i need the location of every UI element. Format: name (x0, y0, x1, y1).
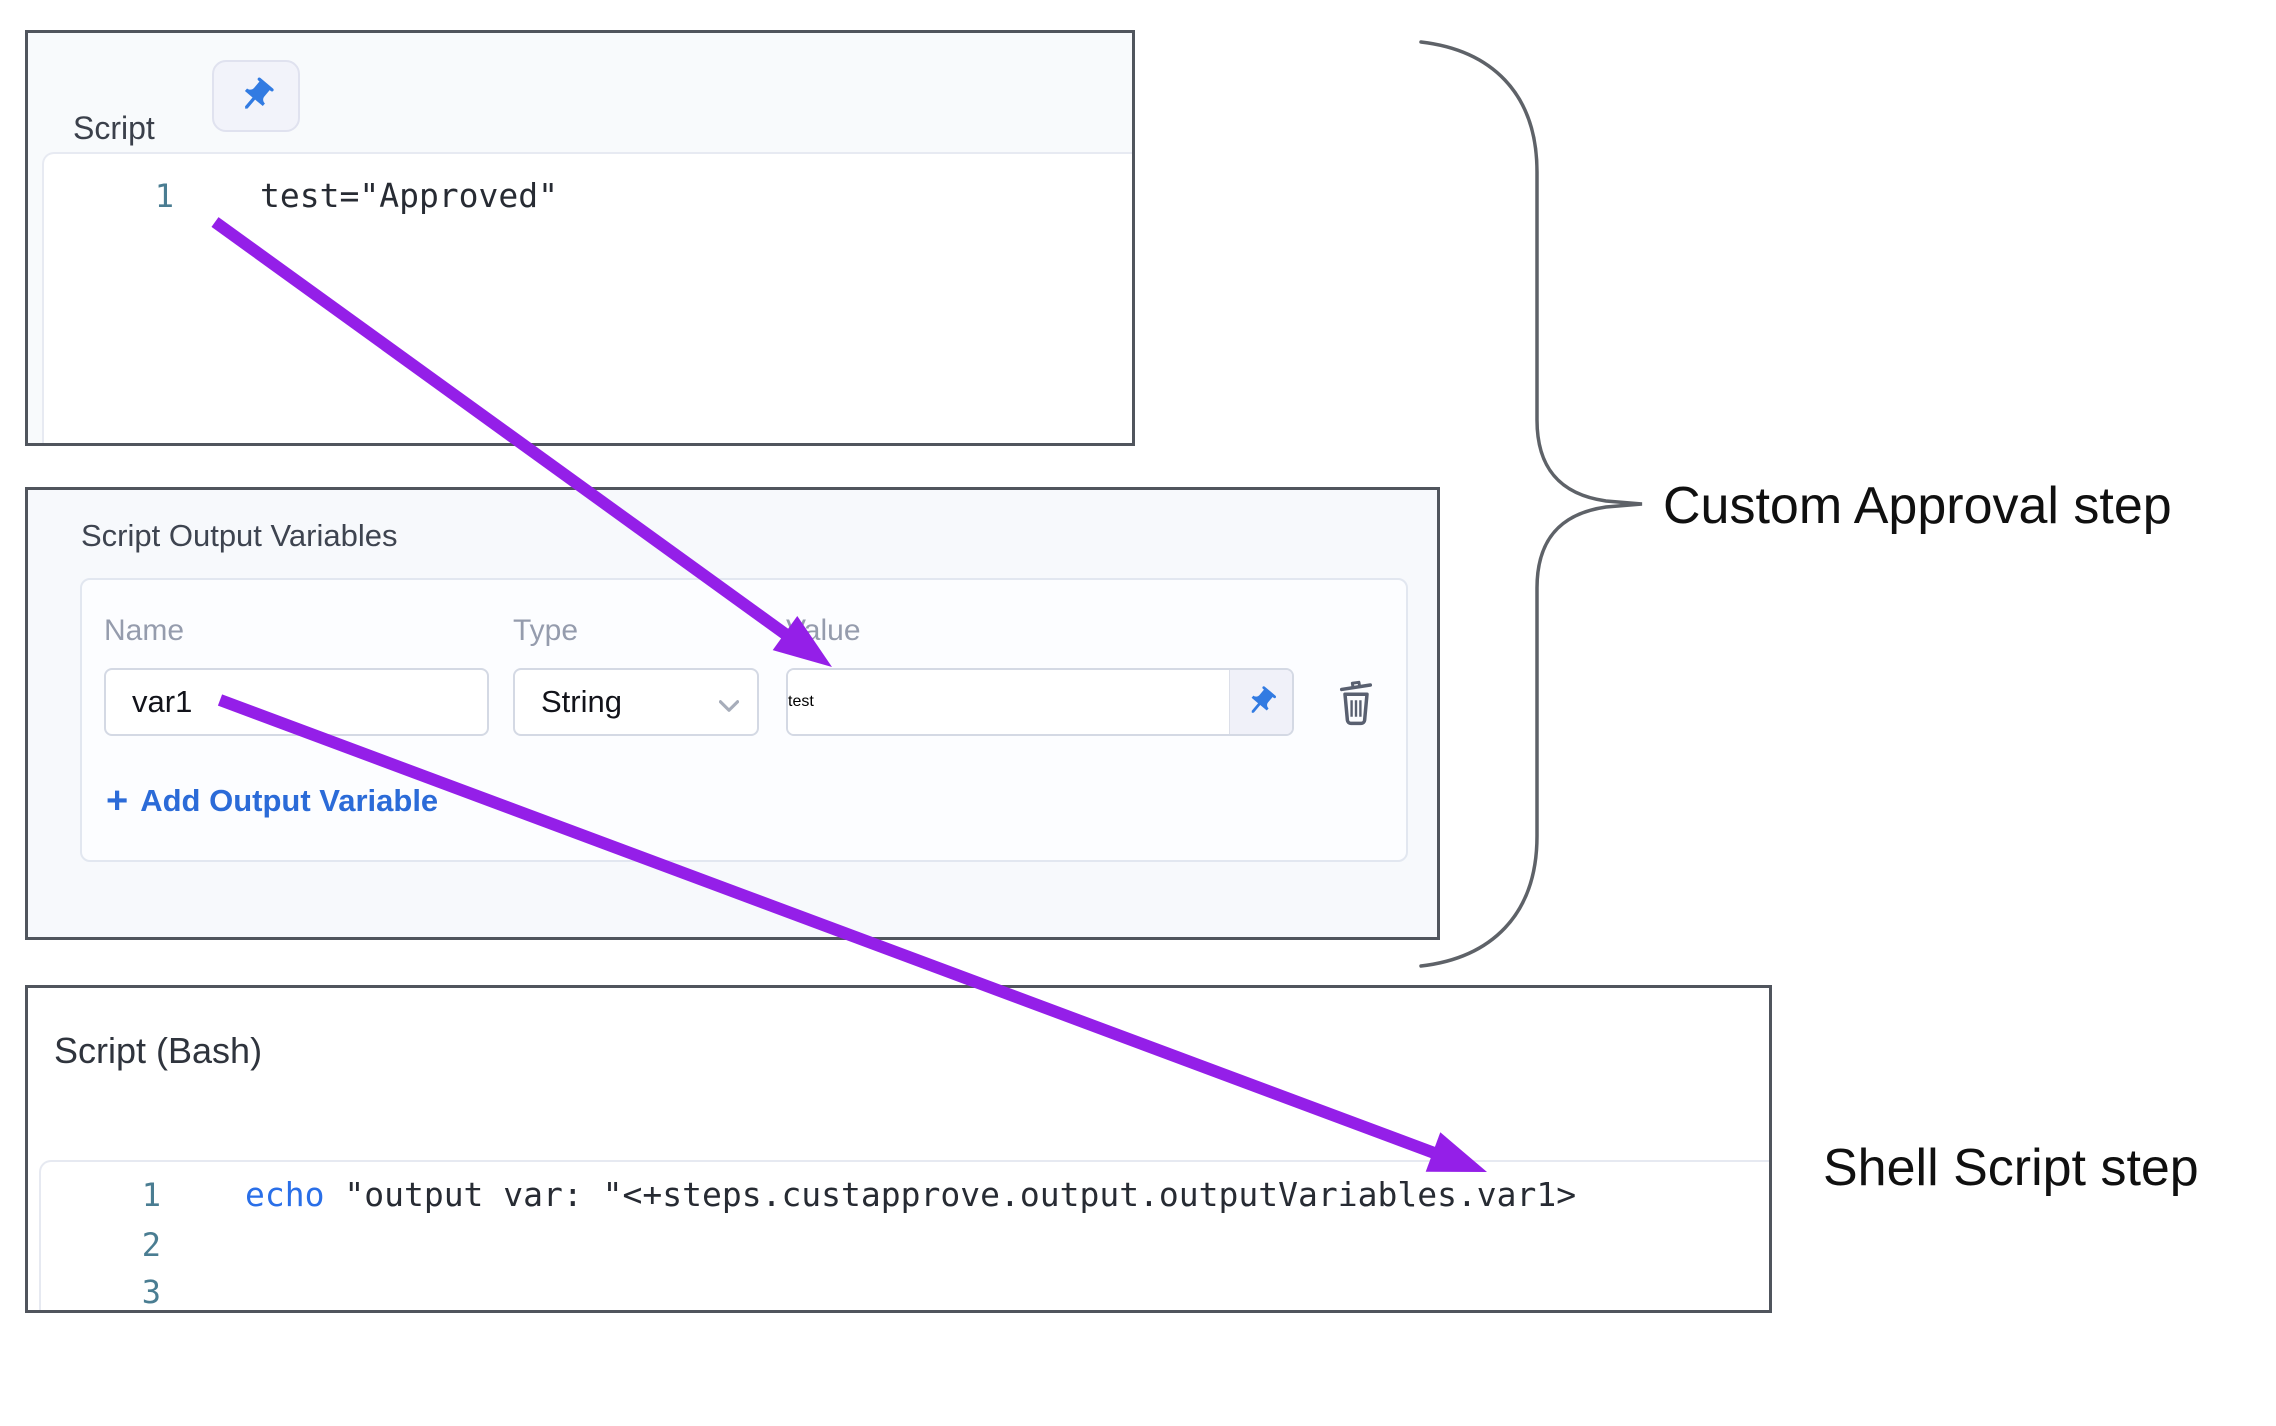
code-line: 1 test="Approved" (44, 174, 1132, 218)
curly-brace (1419, 40, 1643, 968)
shell-script-editor[interactable]: 1 echo "output var: "<+steps.custapprove… (39, 1160, 1769, 1311)
pushpin-icon (236, 76, 276, 116)
trash-icon (1334, 678, 1378, 728)
script-pin-button[interactable] (212, 60, 300, 132)
variables-box: Name Type Value var1 String test (80, 578, 1408, 862)
variable-type-select[interactable]: String (513, 668, 759, 736)
variable-name-value: var1 (132, 684, 193, 719)
line-number: 1 (141, 1176, 161, 1214)
delete-variable-button[interactable] (1334, 678, 1378, 728)
shell-script-panel: Script (Bash) 1 echo "output var: "<+ste… (25, 985, 1772, 1313)
column-header-name: Name (104, 614, 185, 647)
variable-value-group: test (786, 668, 1294, 736)
variable-value-input[interactable]: test (788, 670, 1229, 734)
bash-panel-title: Script (Bash) (54, 1030, 263, 1071)
code-line: 3 (41, 1270, 1769, 1314)
code-line: 1 echo "output var: "<+steps.custapprove… (41, 1173, 1769, 1217)
shell-script-step-label: Shell Script step (1823, 1139, 2199, 1197)
script-panel-title: Script (73, 110, 155, 146)
column-header-type: Type (513, 614, 579, 647)
line-number: 1 (154, 177, 174, 215)
add-output-variable-label: Add Output Variable (140, 783, 439, 818)
add-output-variable-button[interactable]: + Add Output Variable (106, 782, 438, 820)
output-variables-title: Script Output Variables (81, 518, 398, 553)
variable-type-value: String (541, 684, 622, 719)
bash-keyword: echo (245, 1175, 325, 1214)
output-variables-panel: Script Output Variables Name Type Value … (25, 487, 1440, 940)
variable-value-text: test (788, 693, 814, 710)
custom-approval-step-label: Custom Approval step (1663, 477, 2172, 535)
plus-icon: + (106, 780, 129, 822)
line-number: 2 (141, 1226, 161, 1264)
code-text: echo "output var: "<+steps.custapprove.o… (245, 1173, 1576, 1217)
approval-script-panel: Script 1 test="Approved" (25, 30, 1135, 446)
value-pin-button[interactable] (1229, 670, 1292, 734)
pushpin-icon (1244, 685, 1278, 719)
chevron-down-icon (719, 700, 739, 712)
approval-script-editor[interactable]: 1 test="Approved" (42, 152, 1132, 443)
column-header-value: Value (786, 614, 861, 647)
code-line: 2 (41, 1223, 1769, 1267)
code-text: test="Approved" (260, 176, 559, 215)
variable-name-input[interactable]: var1 (104, 668, 489, 736)
bash-code-rest: "output var: "<+steps.custapprove.output… (324, 1175, 1577, 1214)
line-number: 3 (141, 1273, 161, 1311)
